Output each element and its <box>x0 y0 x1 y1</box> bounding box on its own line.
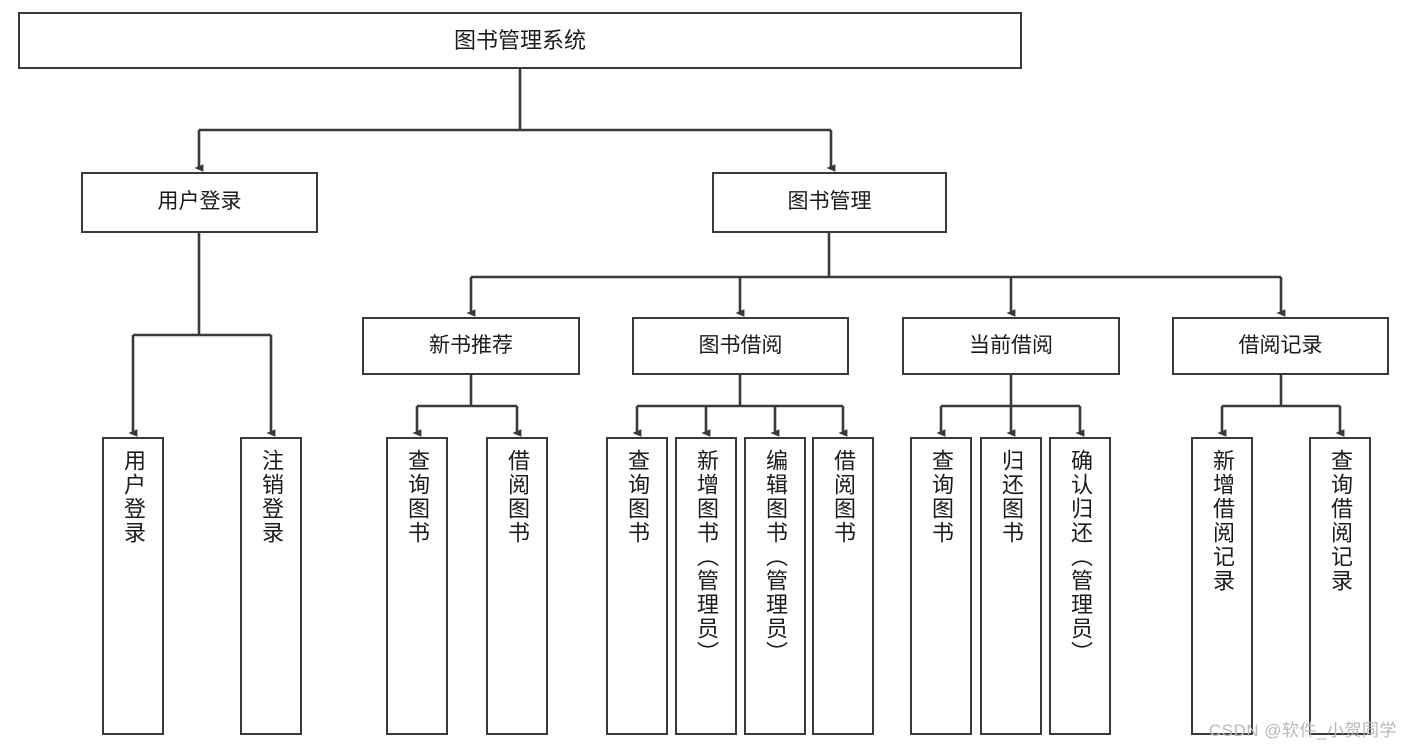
node-new-book-recommend[interactable]: 新书推荐 <box>362 317 580 375</box>
node-book-management[interactable]: 图书管理 <box>712 172 947 233</box>
node-label: 新增借阅记录 <box>1210 449 1235 593</box>
node-borrow-record[interactable]: 借阅记录 <box>1172 317 1389 375</box>
leaf-borrow-book[interactable]: 借阅图书 <box>812 437 874 735</box>
leaf-confirm-return-admin[interactable]: 确认归还（管理员） <box>1049 437 1111 735</box>
leaf-logout[interactable]: 注销登录 <box>240 437 302 735</box>
leaf-return-book[interactable]: 归还图书 <box>980 437 1042 735</box>
leaf-query-borrow-record[interactable]: 查询借阅记录 <box>1309 437 1371 735</box>
leaf-add-book-admin[interactable]: 新增图书（管理员） <box>675 437 737 735</box>
node-label: 图书借阅 <box>698 333 783 357</box>
leaf-edit-book-admin[interactable]: 编辑图书（管理员） <box>744 437 806 735</box>
node-label: 新增图书（管理员） <box>694 449 719 665</box>
node-label: 查询借阅记录 <box>1328 449 1353 593</box>
node-label: 查询图书 <box>929 449 954 545</box>
leaf-query-book-current[interactable]: 查询图书 <box>910 437 972 735</box>
node-label: 图书管理 <box>787 190 872 214</box>
leaf-query-book-recommend[interactable]: 查询图书 <box>386 437 448 735</box>
node-root-book-management-system[interactable]: 图书管理系统 <box>18 12 1022 69</box>
node-label: 新书推荐 <box>429 333 513 357</box>
node-label: 查询图书 <box>405 449 430 545</box>
node-label: 当前借阅 <box>969 333 1053 357</box>
node-label: 借阅图书 <box>505 449 530 545</box>
node-current-borrow[interactable]: 当前借阅 <box>902 317 1120 375</box>
node-user-login[interactable]: 用户登录 <box>81 172 318 233</box>
node-book-borrow[interactable]: 图书借阅 <box>632 317 849 375</box>
csdn-watermark: CSDN @软件_小贺同学 <box>1208 721 1397 740</box>
node-label: 确认归还（管理员） <box>1068 449 1093 665</box>
leaf-add-borrow-record[interactable]: 新增借阅记录 <box>1191 437 1253 735</box>
node-label: 归还图书 <box>999 449 1024 545</box>
node-label: 注销登录 <box>259 449 284 545</box>
leaf-query-book-borrow[interactable]: 查询图书 <box>606 437 668 735</box>
leaf-borrow-book-recommend[interactable]: 借阅图书 <box>486 437 548 735</box>
node-label: 用户登录 <box>157 190 242 214</box>
node-label: 借阅图书 <box>831 449 856 545</box>
node-label: 查询图书 <box>625 449 650 545</box>
node-label: 图书管理系统 <box>453 27 586 53</box>
node-label: 编辑图书（管理员） <box>763 449 788 665</box>
node-label: 用户登录 <box>121 449 146 545</box>
leaf-user-login[interactable]: 用户登录 <box>102 437 164 735</box>
node-label: 借阅记录 <box>1238 333 1323 357</box>
